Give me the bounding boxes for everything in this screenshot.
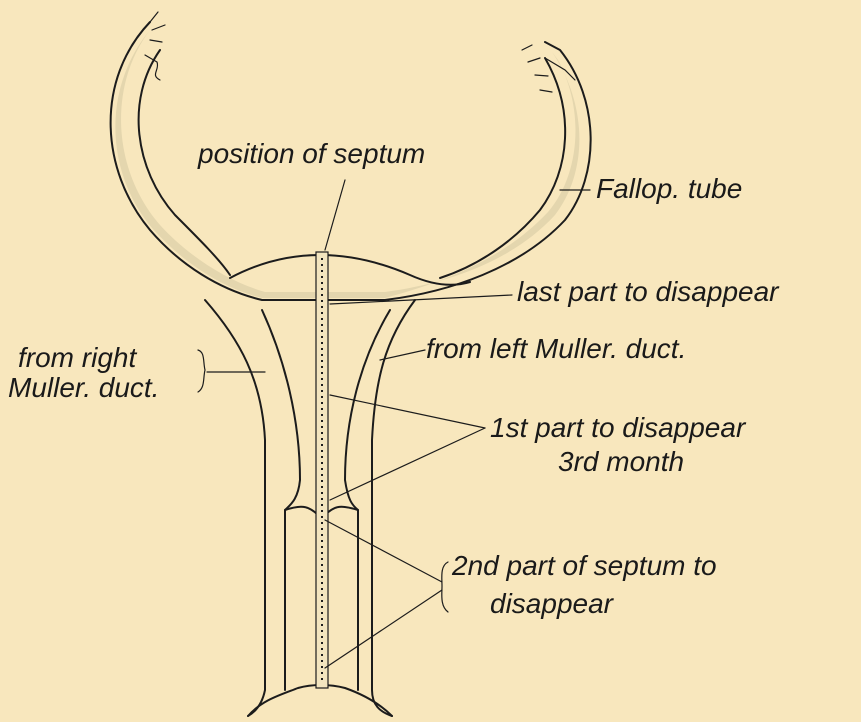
- label-from-right-2: Muller. duct.: [8, 374, 159, 402]
- fundus-contour: [230, 255, 470, 285]
- cavity-wall-right: [345, 310, 390, 690]
- leader-second-part-b: [325, 590, 442, 668]
- brace-from-right: [198, 350, 205, 392]
- lower-shoulder-left: [285, 507, 318, 515]
- label-last-part: last part to disappear: [517, 278, 779, 306]
- lower-shoulder-right: [325, 507, 358, 515]
- label-first-part-2: 3rd month: [558, 448, 684, 476]
- fimbria-right: [522, 45, 575, 92]
- label-first-part-1: 1st part to disappear: [490, 414, 745, 442]
- label-position-of-septum: position of septum: [198, 140, 425, 168]
- leader-first-part-b: [330, 428, 485, 500]
- leader-first-part-a: [330, 395, 485, 428]
- brace-second-part: [442, 562, 448, 612]
- leader-second-part-a: [325, 520, 442, 582]
- body-wall-right: [372, 300, 415, 716]
- body-wall-left: [205, 300, 265, 716]
- label-second-part-2: disappear: [490, 590, 613, 618]
- label-fallop-tube: Fallop. tube: [596, 175, 742, 203]
- cavity-wall-left: [262, 310, 300, 690]
- cervix-contour: [248, 685, 392, 716]
- label-from-right-1: from right: [18, 344, 136, 372]
- label-second-part-1: 2nd part of septum to: [452, 552, 717, 580]
- label-from-left: from left Muller. duct.: [426, 335, 686, 363]
- leader-position-of-septum: [325, 180, 345, 250]
